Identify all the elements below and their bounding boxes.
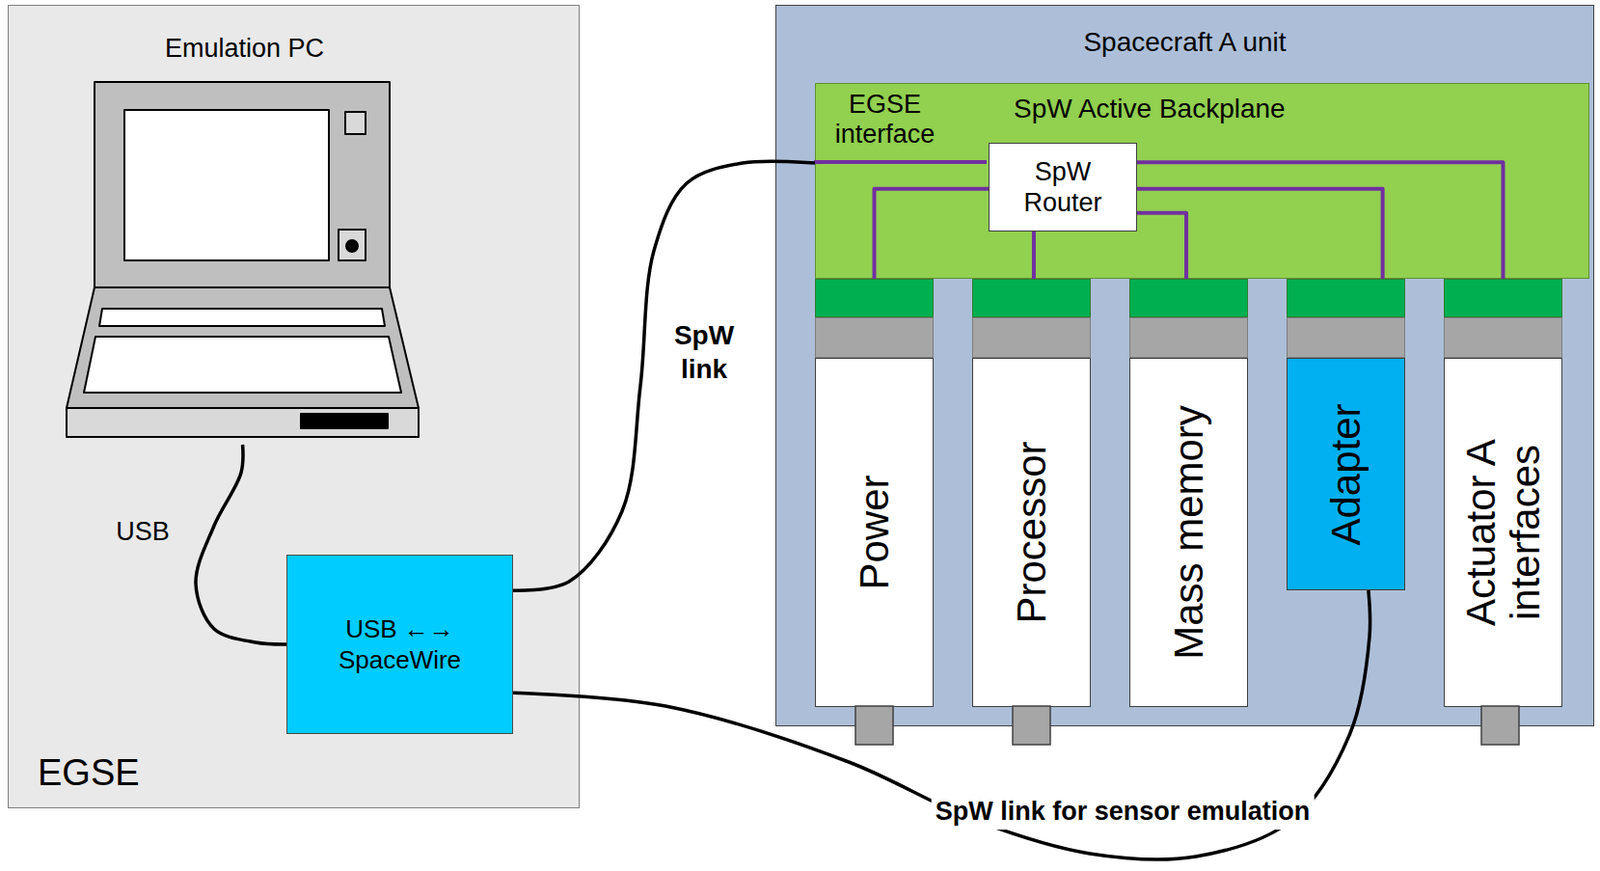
laptop-illustration [66, 81, 419, 437]
card-body: Power [814, 357, 934, 707]
card-label: Power [851, 365, 896, 700]
node-title: USB ←→ SpaceWire [338, 613, 462, 677]
card-module: Adapter [1286, 278, 1406, 591]
card-label: Processor [1008, 365, 1054, 700]
card-connector [855, 705, 894, 745]
node-title: Emulation PC [58, 33, 431, 64]
card-connector-top [1286, 278, 1406, 318]
backplane-wire [813, 160, 987, 164]
card-connector [1012, 705, 1051, 745]
card-guide [814, 317, 934, 358]
link-label: SpW link for sensor emulation [931, 794, 1315, 830]
card-module: Processor [972, 278, 1091, 707]
card-body: Mass memory [1129, 357, 1248, 707]
card-label: Actuator A interfaces [1458, 365, 1547, 700]
card-connectors [855, 705, 1519, 745]
laptop-button [345, 111, 366, 135]
laptop-keyboard [83, 336, 402, 393]
node-title: EGSE [37, 752, 140, 794]
backplane-link [1137, 213, 1187, 279]
card-connector-top [1129, 278, 1248, 318]
laptop-slot [300, 413, 388, 429]
backplane-link [1031, 231, 1036, 279]
laptop-screen-housing [94, 81, 390, 288]
node-title: SpW Router [1004, 156, 1121, 219]
converter-box: USB ←→ SpaceWire [286, 554, 514, 734]
card-body: Actuator A interfaces [1443, 357, 1563, 707]
card-module: Actuator A interfaces [1443, 278, 1563, 707]
card-module: Mass memory [1129, 278, 1248, 707]
laptop-screen [124, 109, 329, 261]
backplane-board: SpW Router SpW Active Backplane EGSE inter… [814, 82, 1590, 279]
card-label: Mass memory [1166, 365, 1211, 700]
link-label: USB [111, 515, 174, 550]
backplane-link [1137, 162, 1504, 279]
link-label: SpW link [670, 317, 738, 387]
node-title: SpW Active Backplane [1013, 93, 1286, 125]
card-guide [972, 317, 1091, 358]
laptop-front [66, 407, 419, 437]
card-connector-top [1443, 278, 1563, 318]
spacecraft-unit: SpW Router SpW Active Backplane EGSE inter… [775, 4, 1595, 727]
card-guide [1129, 317, 1248, 358]
card-label: Adapter [1323, 365, 1368, 583]
card-connector-top [814, 278, 934, 318]
interface-label: EGSE interface [819, 89, 950, 150]
card-body: Processor [972, 357, 1091, 707]
card-connector-top [972, 278, 1091, 318]
cable-link [513, 161, 815, 591]
emulation-pc: Emulation PC [58, 29, 431, 445]
card-connector [1481, 705, 1519, 745]
router-box: SpW Router [988, 142, 1138, 232]
laptop-keyboard-strip [99, 308, 385, 326]
egse-panel: Emulation PC USB ←→ SpaceWireEGSE [7, 4, 580, 809]
laptop-button [338, 229, 366, 261]
backplane-link [874, 189, 990, 279]
card-guide [1443, 317, 1563, 358]
laptop-base [66, 287, 419, 408]
card-module: Power [814, 278, 934, 707]
laptop-knob [346, 240, 358, 252]
cable-link [513, 590, 1371, 860]
card-body: Adapter [1286, 357, 1406, 591]
card-guide [1286, 317, 1406, 358]
node-title: Spacecraft A unit [776, 27, 1594, 58]
cable-link [195, 444, 287, 645]
backplane-link [1137, 189, 1384, 279]
